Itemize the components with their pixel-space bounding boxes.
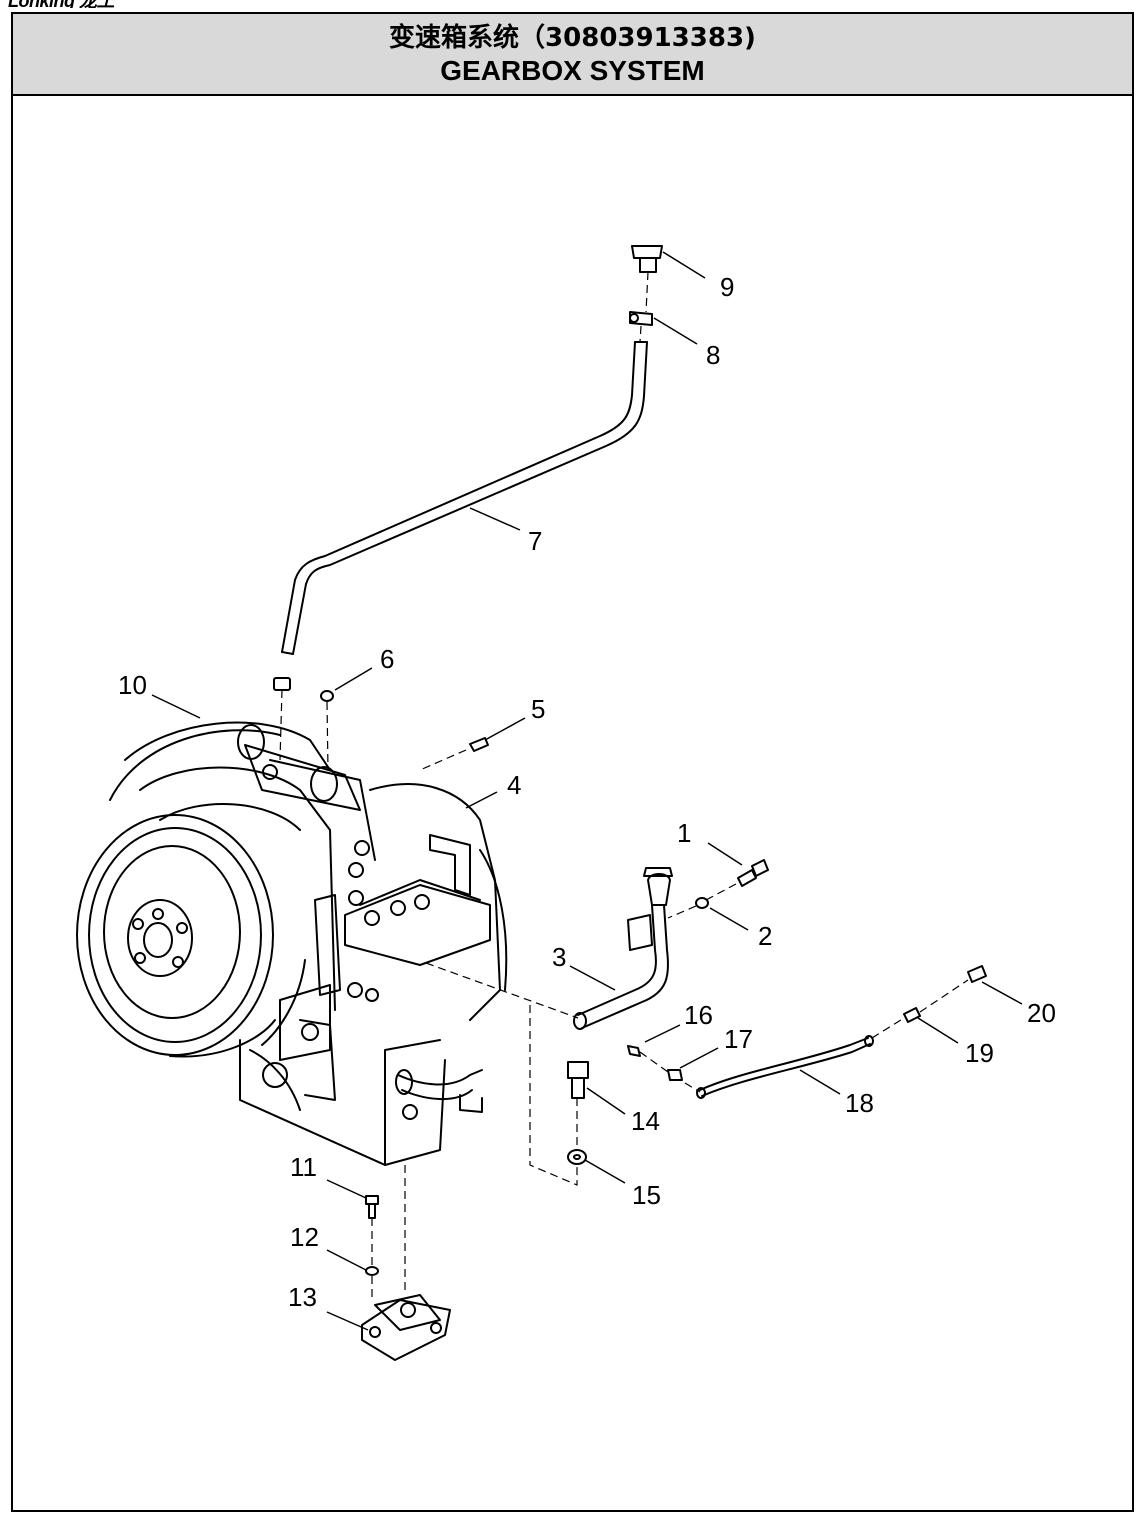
callout-20: 20	[1027, 998, 1056, 1028]
callout-12: 12	[290, 1222, 319, 1252]
callout-8: 8	[706, 340, 720, 370]
callout-5: 5	[531, 694, 545, 724]
callout-18: 18	[845, 1088, 874, 1118]
diagram-frame: 变速箱系统（30803913383) GEARBOX SYSTEM	[11, 12, 1134, 1512]
callout-19: 19	[965, 1038, 994, 1068]
callout-10: 10	[118, 670, 147, 700]
callout-15: 15	[632, 1180, 661, 1210]
callout-2: 2	[758, 921, 772, 951]
callout-16: 16	[684, 1000, 713, 1030]
title-header: 变速箱系统（30803913383) GEARBOX SYSTEM	[13, 14, 1132, 96]
callout-6: 6	[380, 644, 394, 674]
callout-7: 7	[528, 526, 542, 556]
callout-1: 1	[677, 818, 691, 848]
callout-9: 9	[720, 272, 734, 302]
gearbox-assembly	[76, 721, 508, 1166]
brand-logo: Lonking 龙工	[8, 0, 114, 8]
callout-17: 17	[724, 1024, 753, 1054]
callout-11: 11	[290, 1152, 317, 1182]
breather-pipe	[273, 245, 663, 691]
callout-4: 4	[507, 770, 521, 800]
title-chinese: 变速箱系统（30803913383)	[389, 23, 756, 53]
callout-13: 13	[288, 1282, 317, 1312]
filler-tube	[573, 859, 769, 1030]
callout-3: 3	[552, 942, 566, 972]
title-english: GEARBOX SYSTEM	[440, 55, 705, 86]
sensor-cable	[627, 965, 987, 1099]
callout-14: 14	[631, 1106, 660, 1136]
callout-labels: 9 8 7 6 5 4 1 2 3 16 17 18 19 20 14 15 1…	[118, 272, 1056, 1312]
